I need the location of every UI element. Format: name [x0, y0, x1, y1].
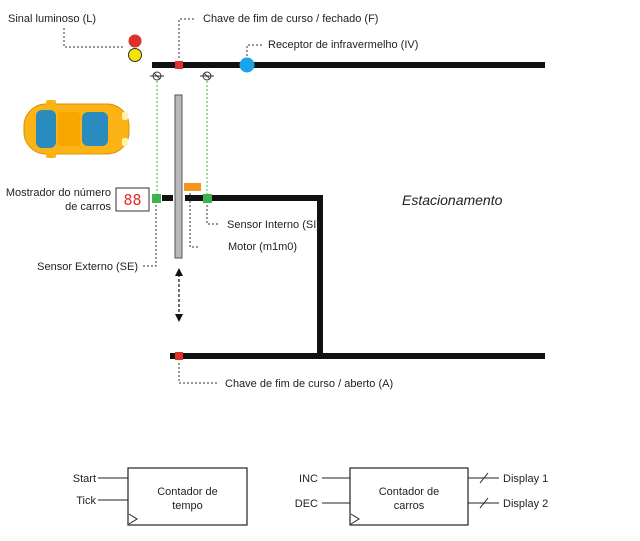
motor-label: Motor (m1m0)	[228, 241, 297, 253]
car-count-display	[115, 187, 150, 212]
traffic-light-leader	[63, 28, 124, 48]
clock-input-icon	[128, 513, 138, 525]
ir-receiver-label: Receptor de infravermelho (IV)	[268, 39, 418, 51]
internal-sensor-label: Sensor Interno (SI)	[227, 219, 320, 231]
parking-label: Estacionamento	[402, 192, 503, 208]
motor	[184, 183, 201, 191]
end-switch-closed-leader	[178, 18, 196, 58]
gate-arm	[174, 94, 183, 259]
counter-input-dec: DEC	[295, 498, 318, 510]
double-arrow-icon	[175, 268, 183, 322]
internal-sensor-leader	[206, 205, 220, 225]
ir-emitter-icon	[200, 71, 214, 81]
counter-title-line1: Contador de	[379, 486, 440, 498]
timer-title-line2: tempo	[172, 500, 203, 512]
ir-receiver-leader	[246, 44, 262, 56]
traffic-light-yellow	[128, 48, 142, 62]
ir-emitter-icon	[150, 71, 164, 81]
end-switch-closed-label: Chave de fim de curso / fechado (F)	[203, 13, 378, 25]
timer-input-start: Start	[73, 473, 96, 485]
internal-sensor	[203, 194, 212, 203]
counter-input-inc: INC	[299, 473, 318, 485]
ir-receiver	[239, 57, 255, 73]
timer-input-tick: Tick	[76, 495, 96, 507]
clock-input-icon	[350, 513, 360, 525]
car-counter-block-box	[349, 467, 469, 526]
timer-block-box	[127, 467, 248, 526]
traffic-light-icon	[128, 34, 142, 62]
external-sensor-label: Sensor Externo (SE)	[37, 261, 138, 273]
external-sensor-leader	[142, 205, 157, 267]
end-switch-open-label: Chave de fim de curso / aberto (A)	[225, 378, 393, 390]
bus-slash-icon	[479, 472, 489, 484]
car-counter-block: INC DEC Contador de carros Display 1 Dis…	[295, 467, 548, 526]
counter-output-2: Display 2	[503, 498, 548, 510]
motor-leader	[189, 193, 198, 248]
traffic-light-red	[128, 34, 142, 48]
timer-block: Start Tick Contador de tempo	[73, 467, 248, 526]
bus-slash-icon	[479, 497, 489, 509]
end-switch-closed	[175, 61, 183, 69]
timer-title-line1: Contador de	[157, 486, 218, 498]
display-label-line1: Mostrador do número	[6, 187, 111, 199]
traffic-light-label: Sinal luminoso (L)	[8, 13, 96, 25]
counter-output-1: Display 1	[503, 473, 548, 485]
external-sensor	[152, 194, 161, 203]
car-count-display-value: 88	[123, 191, 141, 209]
inner-wall	[185, 195, 323, 356]
car-icon	[23, 100, 130, 158]
counter-title-line2: carros	[394, 500, 425, 512]
display-label-line2: de carros	[65, 201, 111, 213]
end-switch-open	[175, 352, 183, 360]
end-switch-open-leader	[178, 363, 219, 384]
